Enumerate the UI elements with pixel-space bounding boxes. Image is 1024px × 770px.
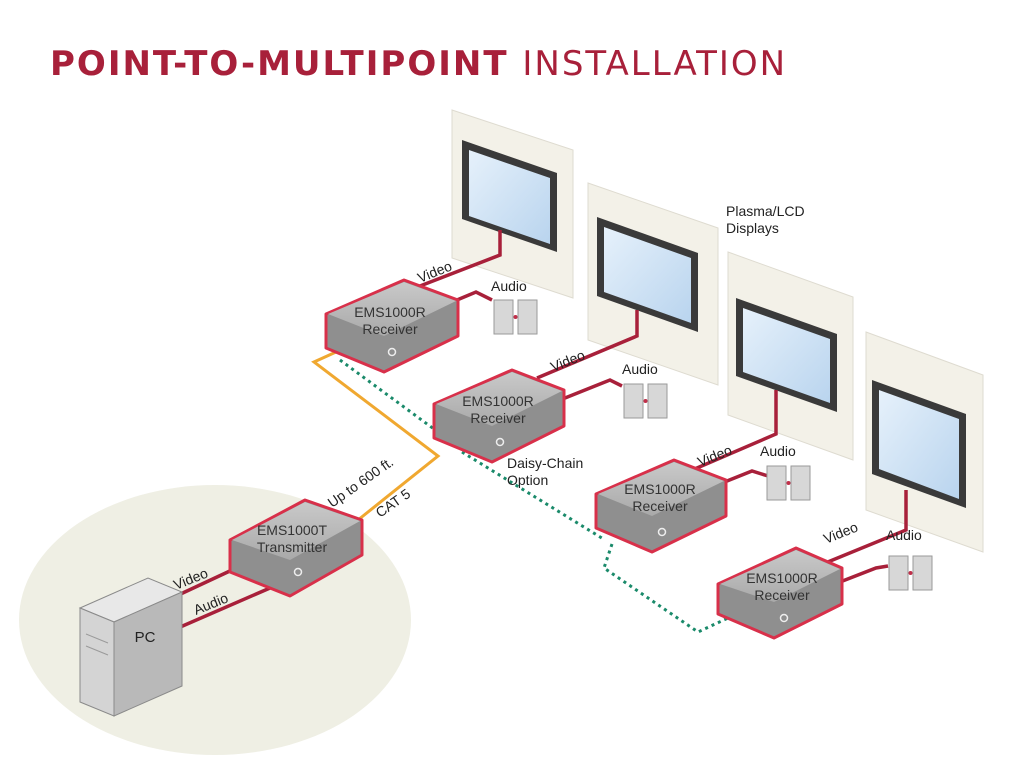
title-light: INSTALLATION [522,44,788,84]
receiver-1-role-label: Receiver [362,321,418,337]
speaker-4 [888,555,933,591]
daisy-chain-cables [339,358,729,634]
receiver-4-role-label: Receiver [754,587,810,603]
transmitter-role-label: Transmitter [257,539,328,555]
video-label-r4: Video [821,519,860,547]
av-cables [171,230,908,630]
receiver-box-1 [324,278,460,374]
display-4 [872,380,966,508]
receiver-3-role-label: Receiver [632,498,688,514]
display-1 [462,140,557,252]
speaker-3 [766,465,811,501]
display-3 [736,298,837,412]
receiver-box-2 [432,368,566,464]
transmitter-box [228,498,364,598]
speaker-1 [493,299,538,335]
video-label-r2: Video [548,347,587,375]
receiver-3-model-label: EMS1000R [624,481,696,497]
video-label-r3: Video [695,442,734,470]
audio-label-r2: Audio [622,361,658,377]
pc-tower [78,577,184,717]
daisy-chain-label-2: Option [507,472,548,488]
pc-label: PC [135,629,156,646]
audio-label-r3: Audio [760,443,796,459]
audio-label-r1: Audio [491,278,527,294]
receiver-2-model-label: EMS1000R [462,393,534,409]
daisy-chain-label-1: Daisy-Chain [507,455,583,471]
title-bold: POINT-TO-MULTIPOINT [50,44,509,84]
displays-label-2: Displays [726,220,779,236]
receiver-2-role-label: Receiver [470,410,526,426]
page-title: POINT-TO-MULTIPOINT INSTALLATION [50,44,787,84]
cat5-cable [311,350,441,522]
transmitter-model-label: EMS1000T [257,522,327,538]
receiver-4-model-label: EMS1000R [746,570,818,586]
audio-label-r4: Audio [886,527,922,543]
speaker-2 [623,383,668,419]
receiver-box-3 [594,458,728,554]
receiver-box-4 [716,546,844,640]
display-2 [597,217,698,332]
displays-label-1: Plasma/LCD [726,203,805,219]
receiver-1-model-label: EMS1000R [354,304,426,320]
